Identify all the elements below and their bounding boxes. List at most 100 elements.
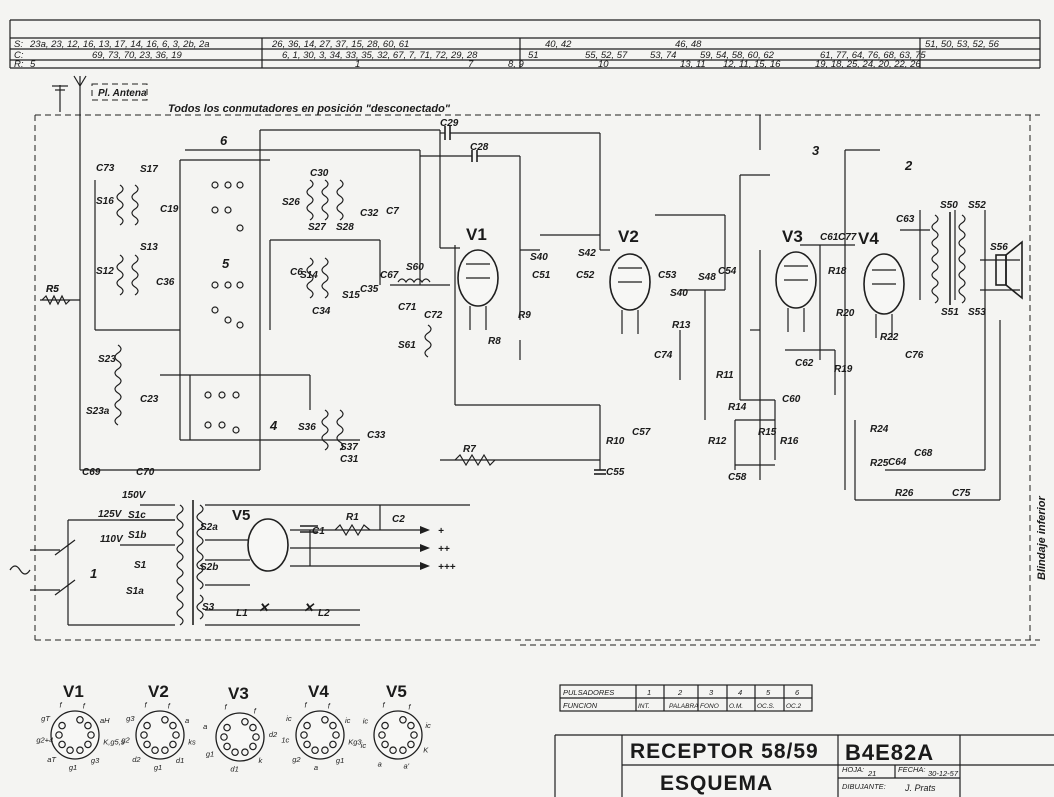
if-amplifier-wiring	[440, 115, 1020, 501]
component-label: C31	[340, 454, 359, 465]
socket-pin	[303, 740, 311, 749]
component-label: R11	[716, 370, 734, 381]
socket-pin-label: d2	[269, 730, 278, 739]
header-c-value: 61, 77, 64, 76, 68, 63, 75	[820, 50, 926, 61]
title-block	[554, 734, 1054, 797]
component-label: C34	[312, 306, 331, 317]
socket-pin	[407, 740, 415, 749]
tube-label-v5: V5	[232, 507, 250, 524]
header-s-value: 26, 36, 14, 27, 37, 15, 28, 60, 61	[271, 39, 409, 50]
socket-pin-label: K	[423, 746, 429, 755]
tap-110v: 110V	[100, 534, 124, 545]
tube-v3	[775, 251, 817, 332]
pulsador-number: 6	[795, 688, 800, 697]
socket-pin	[321, 746, 329, 755]
component-label: C75	[952, 488, 971, 499]
component-label: R19	[834, 364, 853, 375]
pulsador-function: FONO	[700, 703, 719, 710]
component-label: C6	[290, 267, 303, 278]
component-label: C69	[82, 467, 101, 478]
component-label: R5	[46, 284, 59, 295]
dibujante-label: DIBUJANTE:	[842, 782, 886, 791]
component-label: C74	[654, 350, 673, 361]
header-r-value: 19, 18, 25, 24, 20, 22, 26	[815, 59, 921, 70]
hoja-label: HOJA:	[842, 765, 864, 774]
dibujante-value: J. Prats	[904, 783, 936, 793]
socket-pin	[321, 715, 329, 724]
component-label: C62	[795, 358, 814, 369]
component-label: C1	[312, 526, 325, 537]
socket-pin	[58, 740, 66, 749]
header-c-value: 6, 1, 30, 3, 34, 33, 35, 32, 67, 7, 71, …	[282, 50, 478, 61]
socket-pin	[223, 742, 231, 751]
drawing-code: B4E82A	[845, 740, 934, 765]
component-label: R26	[895, 488, 914, 499]
component-label: C19	[160, 204, 179, 215]
tube-v4	[863, 253, 905, 338]
component-label: C63	[896, 214, 915, 225]
socket-pin-label: d2	[132, 755, 141, 764]
socket-pin	[231, 748, 239, 757]
pulsador-number: 2	[677, 688, 683, 697]
component-label: C36	[156, 277, 175, 288]
socket-pin-label: f	[382, 701, 385, 710]
component-label: S52	[968, 200, 986, 211]
component-label: C52	[576, 270, 595, 281]
socket-pin-label: k	[258, 756, 263, 765]
component-label: S15	[342, 290, 360, 301]
header-c-value: 55, 52, 57	[585, 50, 628, 61]
component-label: S12	[96, 266, 114, 277]
socket-pin-label: ic	[425, 721, 431, 730]
socket-pin-label: aH	[100, 716, 110, 725]
socket-pin	[329, 740, 337, 749]
socket-pin-label: ic	[286, 714, 292, 723]
component-label: R18	[828, 266, 847, 277]
socket-pin-label: f	[328, 701, 331, 710]
component-label: S14	[300, 270, 318, 281]
socket-pin	[389, 746, 397, 755]
output-transformer	[931, 212, 966, 305]
socket-title: V4	[308, 682, 329, 701]
socket-pin	[378, 731, 386, 739]
component-label: S51	[941, 307, 959, 318]
socket-pin-label: ks	[188, 738, 196, 747]
socket-pin	[143, 740, 151, 749]
pulsador-function: PALABRA	[669, 703, 699, 710]
pulsador-number: 3	[709, 688, 714, 697]
component-label: C77	[838, 232, 857, 243]
component-label: S1c	[128, 510, 146, 521]
component-label: S1b	[128, 530, 146, 541]
socket-pin-label: ic	[363, 716, 369, 725]
socket-pin-label: d1	[176, 756, 184, 765]
component-label: S2a	[200, 522, 218, 533]
header-c-value: 51	[528, 50, 539, 61]
socket-pin	[55, 731, 63, 739]
socket-pin-label: aT	[47, 755, 57, 764]
socket-pin	[84, 721, 92, 730]
socket-pin-label: g1	[154, 763, 162, 772]
switches-note: Todos los conmutadores en posición "desc…	[168, 103, 451, 115]
socket-pin	[399, 746, 407, 755]
socket-pin-label: g1	[336, 756, 344, 765]
component-label: C60	[782, 394, 801, 405]
component-label: S1a	[126, 586, 144, 597]
socket-pin-label: g2+4	[36, 735, 53, 744]
socket-title: V1	[63, 682, 84, 701]
socket-pin-label: g3	[91, 756, 100, 765]
fecha-value: 30-12-57	[928, 769, 959, 778]
socket-pin	[407, 721, 415, 730]
component-label: C73	[96, 163, 115, 174]
component-label: S48	[698, 272, 716, 283]
component-label: C58	[728, 472, 747, 483]
component-label: R7	[463, 444, 476, 455]
header-s-value: 40, 42	[545, 39, 572, 50]
antenna-plug-label: Pl. Antena	[98, 88, 147, 99]
header-s-value: 23a, 23, 12, 16, 13, 17, 14, 16, 6, 3, 2…	[29, 39, 210, 50]
socket-pin-label: f	[168, 701, 171, 710]
component-label: S23a	[86, 406, 110, 417]
component-label: C53	[658, 270, 677, 281]
component-label: S61	[398, 340, 416, 351]
